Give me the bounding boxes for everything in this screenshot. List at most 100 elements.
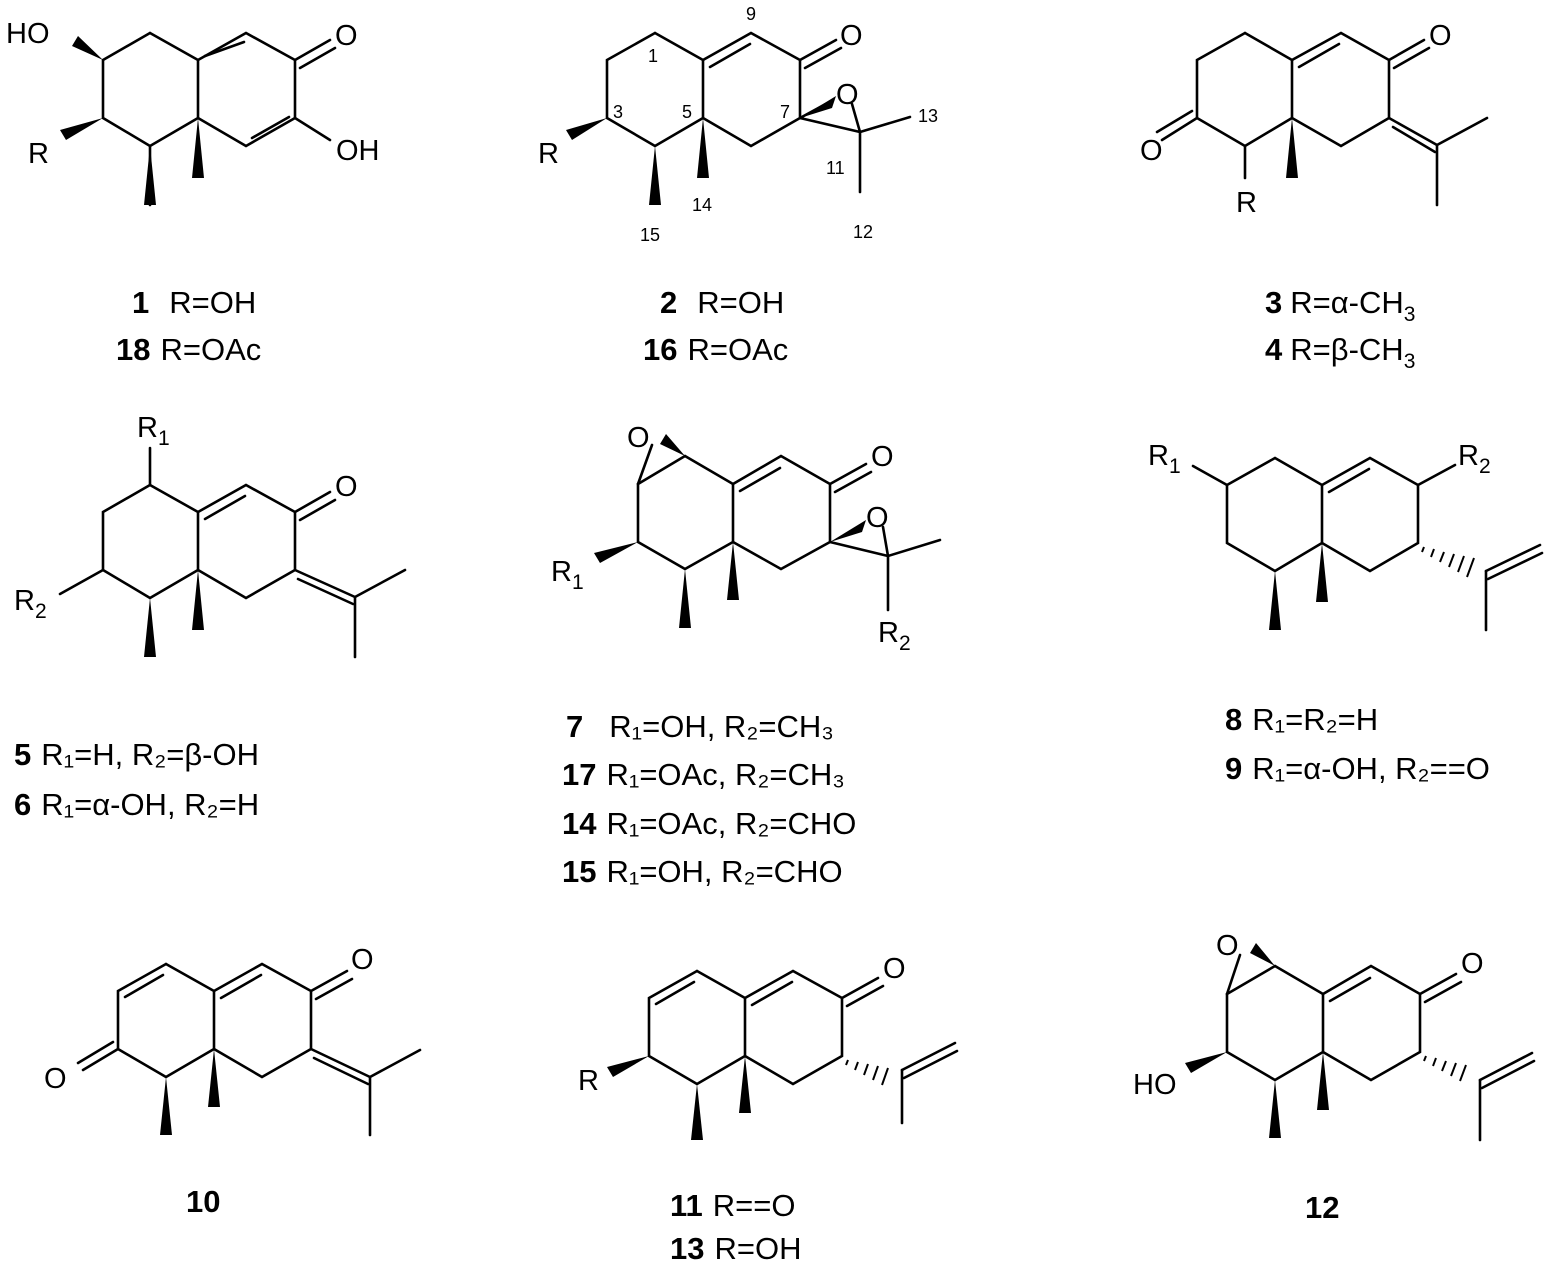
compound-number: 9 bbox=[1225, 751, 1242, 786]
svg-text:18R=OAc: 18 R=OAc bbox=[116, 332, 261, 367]
atom-r2: R bbox=[878, 617, 899, 649]
position-12: 12 bbox=[853, 222, 873, 242]
position-15: 15 bbox=[640, 225, 660, 245]
atom-o: O bbox=[335, 20, 358, 52]
position-14: 14 bbox=[692, 195, 712, 215]
compound-number: 5 bbox=[14, 737, 31, 772]
substituent-text: R=OAc bbox=[687, 332, 788, 367]
svg-text:R2: R2 bbox=[878, 617, 911, 655]
label-7: 7 R₁=OH, R₂=CH₃ 17 R₁=OAc, R₂=CH₃ 14 R₁=OAc… bbox=[562, 709, 856, 889]
atom-o: O bbox=[883, 953, 906, 985]
svg-text:2R=OH: 2R=OH bbox=[660, 285, 784, 320]
svg-text:5R₁=H, R₂=β-OH: 5 R₁=H, R₂=β-OH bbox=[14, 737, 259, 772]
structure-7: O O O R1 R2 bbox=[551, 422, 942, 655]
position-1: 1 bbox=[648, 46, 658, 66]
label-1: 1 R=OH 18 R=OAc bbox=[116, 285, 261, 367]
svg-text:9R₁=α-OH, R₂==O: 9 R₁=α-OH, R₂==O bbox=[1225, 751, 1490, 786]
svg-text:R1: R1 bbox=[1148, 440, 1181, 478]
compound-number: 13 bbox=[670, 1231, 704, 1266]
compound-number: 11 bbox=[670, 1188, 703, 1223]
svg-text:1R=OH: 1 R=OH bbox=[132, 285, 256, 320]
atom-o: O bbox=[871, 441, 894, 473]
compound-number: 15 bbox=[562, 854, 596, 889]
atom-r1: R bbox=[1148, 440, 1169, 472]
compound-number: 14 bbox=[562, 806, 597, 841]
substituent-text: R₁=H, R₂=β-OH bbox=[41, 737, 259, 772]
svg-text:8R₁=R₂=H: 8 R₁=R₂=H bbox=[1225, 702, 1378, 737]
position-13: 13 bbox=[918, 106, 938, 126]
svg-text:4R=β-CH3: 4R=β-CH3 bbox=[1265, 332, 1415, 373]
atom-o: O bbox=[351, 944, 374, 976]
svg-text:13R=OH: 13 R=OH bbox=[670, 1231, 801, 1266]
svg-text:6R₁=α-OH, R₂=H: 6 R₁=α-OH, R₂=H bbox=[14, 787, 259, 822]
atom-r1: R bbox=[551, 556, 572, 588]
svg-text:3R=α-CH3: 3R=α-CH3 bbox=[1265, 285, 1415, 326]
compound-number: 4 bbox=[1265, 332, 1283, 367]
substituent-text: R=OH bbox=[714, 1231, 801, 1266]
svg-text:R2: R2 bbox=[1458, 440, 1491, 478]
position-11: 11 bbox=[826, 158, 845, 178]
position-9: 9 bbox=[746, 4, 756, 24]
compound-number: 18 bbox=[116, 332, 150, 367]
structure-11: O R bbox=[578, 953, 959, 1140]
substituent-text: R₁=OH, R₂=CHO bbox=[606, 854, 842, 889]
atom-epoxide-o: O bbox=[836, 79, 859, 111]
svg-text:7R₁=OH, R₂=CH₃: 7 R₁=OH, R₂=CH₃ bbox=[566, 709, 834, 744]
substituent-text: R=OH bbox=[697, 285, 784, 320]
substituent-text: R₁=α-OH, R₂==O bbox=[1252, 751, 1490, 786]
compound-number: 6 bbox=[14, 787, 31, 822]
atom-o: O bbox=[1429, 20, 1452, 52]
atom-ho: HO bbox=[1133, 1069, 1177, 1101]
position-5: 5 bbox=[682, 102, 692, 122]
substituent-text: R==O bbox=[713, 1188, 796, 1223]
atom-epoxide-o: O bbox=[866, 502, 889, 534]
compound-number: 7 bbox=[566, 709, 583, 744]
structure-2: R O O 1 3 5 7 9 11 12 13 14 15 bbox=[538, 4, 938, 245]
atom-o: O bbox=[1461, 948, 1484, 980]
structure-5: R1 R2 O bbox=[14, 412, 407, 659]
atom-r: R bbox=[1236, 187, 1257, 219]
atom-ho: HO bbox=[6, 18, 50, 50]
atom-o: O bbox=[44, 1063, 67, 1095]
svg-text:11R==O: 11 R==O bbox=[670, 1188, 796, 1223]
atom-epoxide-o: O bbox=[1216, 930, 1239, 962]
label-10: 10 bbox=[186, 1184, 220, 1219]
compound-number: 10 bbox=[186, 1184, 220, 1219]
atom-r2: R bbox=[1458, 440, 1479, 472]
structure-3: O O R bbox=[1140, 20, 1489, 219]
substituent-text: R₁=OAc, R₂=CH₃ bbox=[606, 757, 844, 792]
atom-r: R bbox=[578, 1065, 599, 1097]
atom-r: R bbox=[538, 138, 559, 170]
structure-1: HO R O OH bbox=[6, 18, 380, 207]
compound-number: 8 bbox=[1225, 702, 1242, 737]
substituent-text: R₁=OH, R₂=CH₃ bbox=[609, 709, 834, 744]
structure-8: R1 R2 bbox=[1148, 440, 1544, 632]
substituent-text: R₁=α-OH, R₂=H bbox=[41, 787, 259, 822]
label-5: 5 R₁=H, R₂=β-OH 6 R₁=α-OH, R₂=H bbox=[14, 737, 259, 822]
atom-epoxide-o: O bbox=[627, 422, 650, 454]
compound-number: 17 bbox=[562, 757, 596, 792]
compound-number: 1 bbox=[132, 285, 149, 320]
compound-number: 16 bbox=[643, 332, 677, 367]
compound-number: 3 bbox=[1265, 285, 1282, 320]
substituent-text: R=OH bbox=[169, 285, 256, 320]
substituent-text: R=OAc bbox=[160, 332, 261, 367]
atom-r2: R bbox=[14, 585, 35, 617]
label-8: 8 R₁=R₂=H 9 R₁=α-OH, R₂==O bbox=[1225, 702, 1490, 786]
label-12: 12 bbox=[1305, 1190, 1339, 1225]
svg-text:R1: R1 bbox=[137, 412, 170, 450]
position-7: 7 bbox=[780, 102, 790, 122]
svg-text:R1: R1 bbox=[551, 556, 584, 594]
svg-text:16R=OAc: 16 R=OAc bbox=[643, 332, 788, 367]
substituent-text: R₁=R₂=H bbox=[1252, 702, 1378, 737]
svg-text:R2: R2 bbox=[14, 585, 47, 623]
substituent-text: R₁=OAc, R₂=CHO bbox=[606, 806, 856, 841]
structure-12: O O HO bbox=[1133, 930, 1536, 1142]
atom-r1: R bbox=[137, 412, 158, 444]
atom-o: O bbox=[335, 471, 358, 503]
